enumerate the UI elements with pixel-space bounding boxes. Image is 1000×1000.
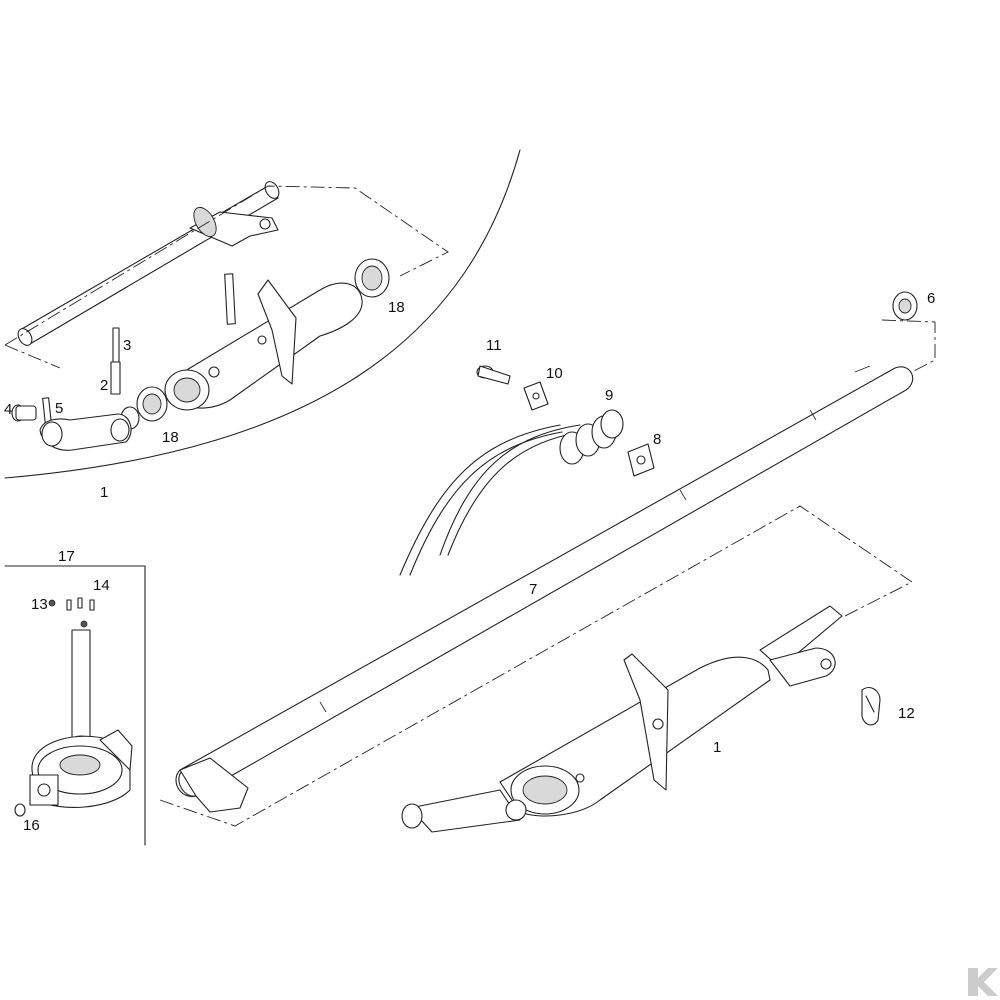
inset-frame-assembly-1 [4,149,521,479]
callout-1-inset: 1 [100,484,108,501]
main-assembly-1 [401,605,843,833]
callout-18-top: 18 [388,299,405,316]
callout-7: 7 [529,581,537,598]
end-plug-6 [892,291,918,321]
callout-14: 14 [93,577,110,594]
main-tube-7 [175,365,914,813]
callout-3: 3 [123,337,131,354]
callout-9: 9 [605,387,613,404]
inset-seal-ring-top [354,258,390,298]
inset-curve-boundary [4,149,521,479]
callout-13: 13 [31,596,48,613]
clip-12 [861,687,881,726]
inset-dash-line-left [4,344,61,369]
callout-18-bottom: 18 [162,429,179,446]
callout-1-main: 1 [713,739,721,756]
callout-labels: 1 1 2 3 4 5 6 7 8 9 10 11 12 13 14 16 17… [4,290,935,834]
gearbox-inset-frame [4,565,146,846]
gearbox-housing [29,729,133,808]
clamp-plate-10 [523,381,549,411]
callout-5: 5 [55,400,63,417]
callout-10: 10 [546,365,563,382]
plug-dash-line [881,319,936,373]
callout-17: 17 [58,548,75,565]
callout-11: 11 [486,337,502,354]
inset-crank-arm [39,413,132,451]
callout-4: 4 [4,401,12,418]
brand-logo-icon [968,968,998,996]
callout-8: 8 [653,431,661,448]
inset-upper-tube [17,181,280,346]
tine-holder-8 [627,443,655,477]
callout-12: 12 [898,705,915,722]
vertical-shaft [71,620,91,745]
inset-dash-line-upper [4,185,449,346]
plug-16 [14,803,26,817]
bolt-11 [476,365,511,385]
inset-bolt-4 [11,404,37,422]
inset-housing [164,279,363,411]
callout-16: 16 [23,817,40,834]
inset-pins [110,327,121,395]
inset-key-bar [224,273,236,325]
main-dash-line [159,505,913,827]
spring-tine-9 [399,409,624,576]
callout-6: 6 [927,290,935,307]
callout-2: 2 [100,377,108,394]
fasteners-13-14 [48,597,95,611]
